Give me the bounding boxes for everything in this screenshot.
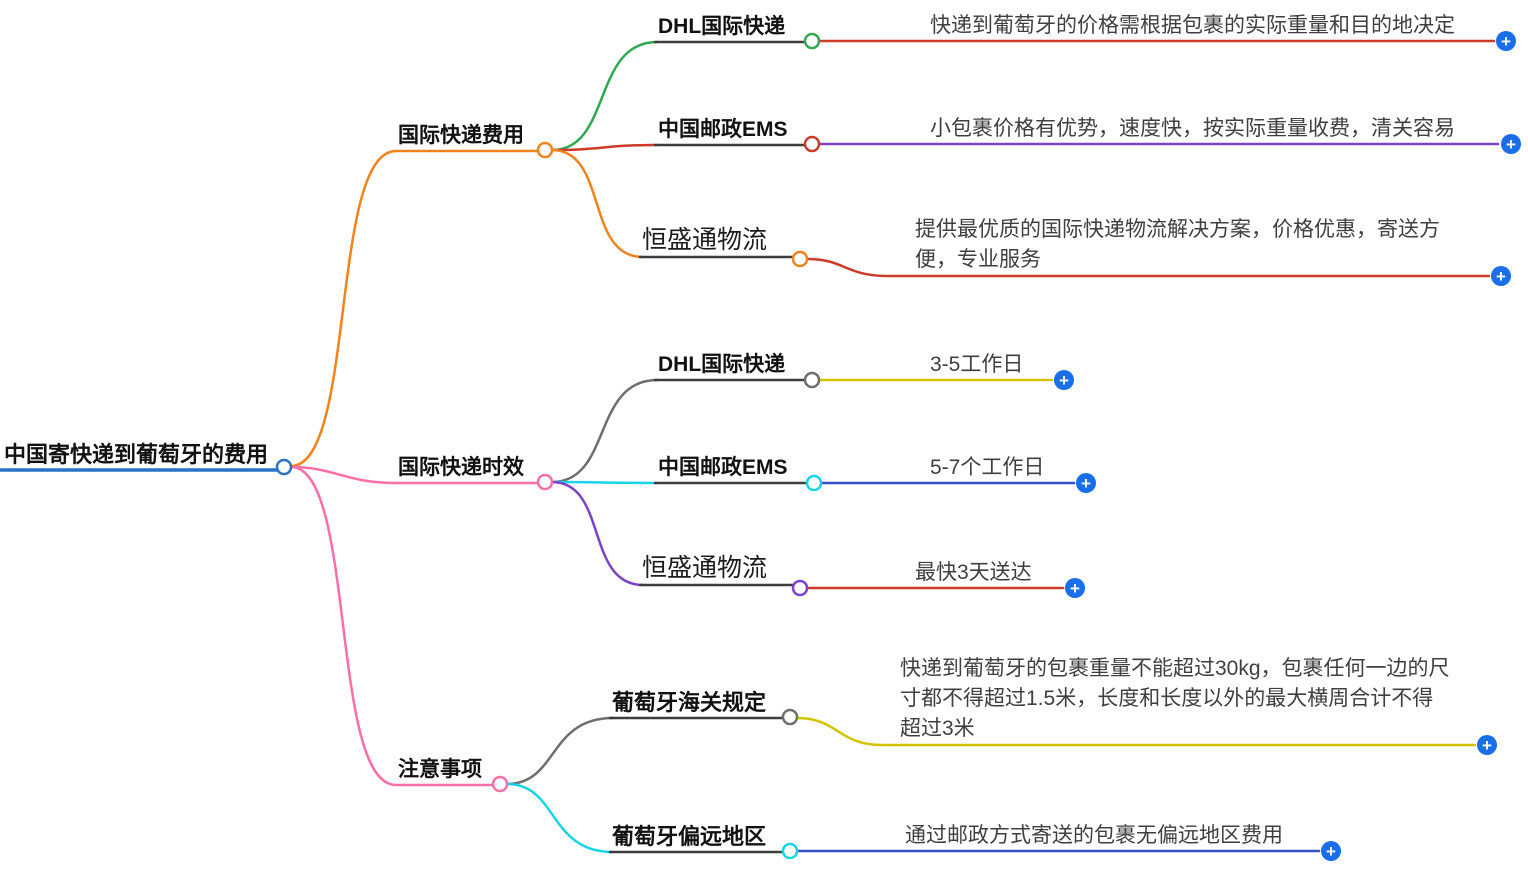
cost-dhl-label: DHL国际快递 [658, 15, 786, 38]
time-dhl-detail: 3-5工作日 [930, 353, 1024, 376]
expand-button-cost-hst[interactable]: + [1491, 266, 1511, 286]
expand-button-notes-remote[interactable]: + [1321, 841, 1341, 861]
notes-customs-node-circle[interactable] [781, 708, 799, 726]
edge-notes-remote [505, 782, 615, 854]
time-ems-detail: 5-7个工作日 [930, 456, 1045, 479]
edge-root-to-time [289, 465, 398, 485]
time-dhl-node-circle[interactable] [803, 371, 821, 389]
expand-button-time-hst[interactable]: + [1065, 578, 1085, 598]
expand-button-notes-customs[interactable]: + [1477, 735, 1497, 755]
cost-hst-node-circle[interactable] [791, 250, 809, 268]
edge-cost-dhl [550, 40, 659, 152]
branch-cost-label: 国际快递费用 [398, 124, 524, 147]
time-hst-label: 恒盛通物流 [642, 554, 768, 582]
edge-time-dhl [550, 378, 659, 484]
time-dhl-label: DHL国际快递 [658, 353, 786, 376]
time-hst-node-circle[interactable] [791, 579, 809, 597]
time-node-circle[interactable] [536, 473, 554, 491]
expand-button-time-dhl[interactable]: + [1054, 370, 1074, 390]
notes-customs-label: 葡萄牙海关规定 [612, 690, 767, 715]
edge-time-hst [550, 480, 645, 587]
edge-cost-hst [550, 148, 645, 259]
expand-button-cost-dhl[interactable]: + [1496, 31, 1516, 51]
root-label: 中国寄快递到葡萄牙的费用 [4, 442, 269, 467]
cost-ems-node-circle[interactable] [803, 135, 821, 153]
notes-node-circle[interactable] [491, 775, 509, 793]
time-hst-detail: 最快3天送达 [915, 561, 1032, 584]
edge-time-ems [550, 480, 659, 485]
edge-cost-ems [550, 143, 659, 152]
root-node-circle[interactable] [275, 458, 293, 476]
cost-dhl-detail: 快递到葡萄牙的价格需根据包裹的实际重量和目的地决定 [930, 14, 1455, 37]
cost-node-circle[interactable] [536, 141, 554, 159]
cost-ems-detail: 小包裹价格有优势，速度快，按实际重量收费，清关容易 [930, 117, 1455, 140]
leaf-line-notes-customs [795, 716, 1477, 747]
edge-root-to-cost [289, 149, 398, 468]
cost-hst-label: 恒盛通物流 [642, 226, 768, 254]
notes-remote-detail: 通过邮政方式寄送的包裹无偏远地区费用 [905, 824, 1283, 847]
time-ems-node-circle[interactable] [805, 474, 823, 492]
expand-button-cost-ems[interactable]: + [1501, 134, 1521, 154]
notes-remote-label: 葡萄牙偏远地区 [612, 824, 767, 849]
edge-notes-customs [505, 716, 615, 786]
branch-time-label: 国际快递时效 [398, 456, 524, 479]
notes-remote-node-circle[interactable] [781, 842, 799, 860]
edge-root-to-notes [289, 465, 398, 787]
leaf-line-cost-hst [805, 257, 1491, 278]
expand-button-time-ems[interactable]: + [1076, 473, 1096, 493]
notes-customs-detail: 快递到葡萄牙的包裹重量不能超过30kg，包裹任何一边的尺寸都不得超过1.5米，长… [900, 657, 1450, 740]
time-ems-label: 中国邮政EMS [658, 456, 788, 479]
cost-ems-label: 中国邮政EMS [658, 118, 788, 141]
branch-notes-label: 注意事项 [398, 758, 482, 781]
cost-hst-detail: 提供最优质的国际快递物流解决方案，价格优惠，寄送方便，专业服务 [915, 218, 1440, 271]
cost-dhl-node-circle[interactable] [803, 32, 821, 50]
